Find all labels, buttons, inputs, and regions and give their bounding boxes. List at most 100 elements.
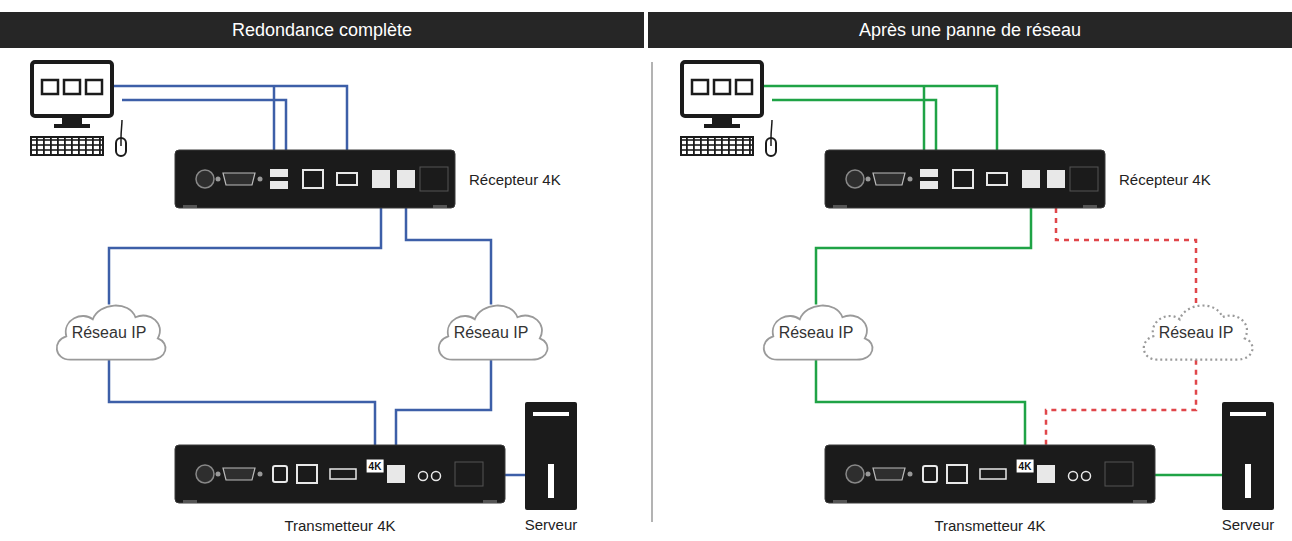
serial-screw xyxy=(216,472,221,477)
cloud-shape xyxy=(755,296,877,366)
failed-link xyxy=(1056,208,1196,304)
sfp-port xyxy=(387,465,405,483)
usb-port xyxy=(920,181,938,189)
sfp-port xyxy=(1047,170,1065,188)
port-badge: 4K xyxy=(367,460,384,473)
power-jack xyxy=(846,465,864,483)
computer-wires xyxy=(762,86,997,150)
device-housing xyxy=(175,445,505,503)
device-foot xyxy=(433,205,447,208)
network-link xyxy=(816,208,1031,304)
display-port xyxy=(987,173,1007,185)
serial-screw xyxy=(866,177,871,182)
serial-screw xyxy=(258,472,263,477)
device-shape xyxy=(175,445,505,503)
usb-b-port xyxy=(923,466,937,482)
device-node: Récepteur 4K xyxy=(825,150,1105,208)
cloud-outline xyxy=(57,305,166,359)
display-port xyxy=(337,173,357,185)
device-label: Transmetteur 4K xyxy=(284,517,395,534)
panel-header: Redondance complète xyxy=(232,20,412,41)
panel-header: Après une panne de réseau xyxy=(859,20,1081,41)
serial-port xyxy=(873,173,905,185)
network-link xyxy=(406,208,491,304)
usb-port xyxy=(270,169,288,177)
serial-screw xyxy=(258,177,263,182)
server-node: Serveur xyxy=(1222,402,1274,510)
serial-port xyxy=(873,468,905,480)
status-window xyxy=(1070,167,1098,191)
device-foot xyxy=(1133,500,1147,503)
device-node: Transmetteur 4K xyxy=(175,445,505,503)
video-port xyxy=(330,469,356,479)
sfp-port xyxy=(397,170,415,188)
network-label: Réseau IP xyxy=(72,324,147,342)
panel-divider xyxy=(651,62,653,522)
network-cloud: Réseau IP xyxy=(430,296,552,366)
device-housing xyxy=(825,150,1105,208)
serial-port xyxy=(223,173,255,185)
ethernet-port xyxy=(947,465,967,483)
header-bar xyxy=(0,12,644,48)
network-label: Réseau IP xyxy=(454,324,529,342)
serial-port xyxy=(223,468,255,480)
network-cloud: Réseau IP xyxy=(48,296,170,366)
sfp-port xyxy=(372,170,390,188)
header-bar xyxy=(648,12,1292,48)
server-slot xyxy=(1245,464,1251,498)
device-foot xyxy=(183,205,197,208)
device-shape xyxy=(825,150,1105,208)
usb-b-port xyxy=(273,466,287,482)
device-node: Récepteur 4K xyxy=(175,150,455,208)
device-label: Transmetteur 4K xyxy=(934,517,1045,534)
network-cloud: Réseau IP xyxy=(1135,296,1257,366)
device-foot xyxy=(833,500,847,503)
network-label: Réseau IP xyxy=(779,324,854,342)
server-tower xyxy=(525,402,577,510)
audio-jack xyxy=(1069,472,1078,481)
device-foot xyxy=(183,500,197,503)
power-jack xyxy=(846,170,864,188)
network-link xyxy=(109,208,381,304)
device-foot xyxy=(483,500,497,503)
audio-jack xyxy=(432,472,441,481)
cloud-outline xyxy=(764,305,873,359)
serial-screw xyxy=(908,472,913,477)
usb-port xyxy=(920,169,938,177)
device-shape xyxy=(825,445,1155,503)
device-shape xyxy=(175,150,455,208)
network-link xyxy=(109,360,375,445)
audio-jack xyxy=(419,472,428,481)
server-bay xyxy=(1230,412,1266,416)
network-link xyxy=(816,360,1025,445)
network-label: Réseau IP xyxy=(1159,324,1234,342)
device-node: Transmetteur 4K xyxy=(825,445,1155,503)
status-window xyxy=(420,167,448,191)
device-housing xyxy=(175,150,455,208)
network-link xyxy=(505,474,525,477)
ethernet-port xyxy=(953,170,973,188)
device-label: Serveur xyxy=(525,516,578,533)
server-shape xyxy=(1222,402,1274,510)
sfp-port xyxy=(1037,465,1055,483)
usb-port xyxy=(270,181,288,189)
server-node: Serveur xyxy=(525,402,577,510)
status-window xyxy=(455,462,483,486)
server-shape xyxy=(525,402,577,510)
ethernet-port xyxy=(297,465,317,483)
cloud-outline xyxy=(1144,305,1253,359)
sfp-port xyxy=(1022,170,1040,188)
power-jack xyxy=(196,170,214,188)
network-link xyxy=(1155,474,1222,477)
serial-screw xyxy=(866,472,871,477)
cloud-shape xyxy=(48,296,170,366)
cloud-shape xyxy=(1135,296,1257,366)
device-label: Serveur xyxy=(1222,516,1275,533)
device-label: Récepteur 4K xyxy=(469,171,561,188)
server-tower xyxy=(1222,402,1274,510)
server-bay xyxy=(533,412,569,416)
